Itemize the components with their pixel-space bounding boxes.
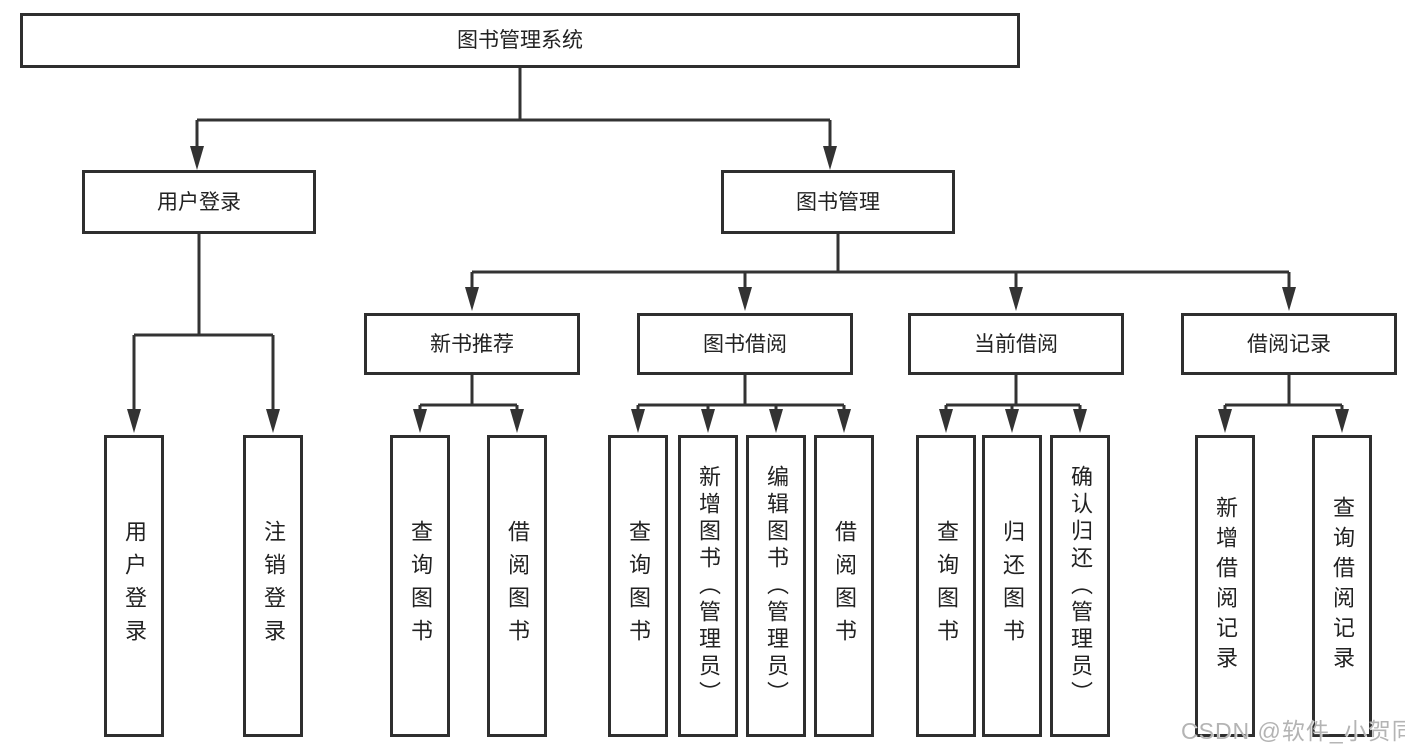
leaf-connectors [413,375,1349,433]
book-management-connectors [465,234,1296,311]
leaf-cb-query-book: 查询图书 [916,435,976,737]
node-root: 图书管理系统 [20,13,1020,68]
leaf-br-add-record: 新增借阅记录 [1195,435,1255,737]
leaf-user-login: 用户登录 [104,435,164,737]
level1-connectors [190,68,837,170]
leaf-nb-query-book: 查询图书 [390,435,450,737]
user-login-connectors [127,234,280,433]
csdn-watermark: CSDN @软件_小贺同学 [1181,718,1405,744]
leaf-bb-borrow-book: 借阅图书 [814,435,874,737]
leaf-cb-return-book: 归还图书 [982,435,1042,737]
node-borrow-records: 借阅记录 [1181,313,1397,375]
node-current-borrow: 当前借阅 [908,313,1124,375]
node-new-book-recommend: 新书推荐 [364,313,580,375]
node-book-management: 图书管理 [721,170,955,234]
leaf-cb-confirm-return-admin: 确认归还（管理员） [1050,435,1110,737]
leaf-nb-borrow-book: 借阅图书 [487,435,547,737]
leaf-bb-edit-book-admin: 编辑图书（管理员） [746,435,806,737]
leaf-logout: 注销登录 [243,435,303,737]
node-book-borrow: 图书借阅 [637,313,853,375]
leaf-bb-add-book-admin: 新增图书（管理员） [678,435,738,737]
leaf-bb-query-book: 查询图书 [608,435,668,737]
node-user-login: 用户登录 [82,170,316,234]
leaf-br-query-record: 查询借阅记录 [1312,435,1372,737]
